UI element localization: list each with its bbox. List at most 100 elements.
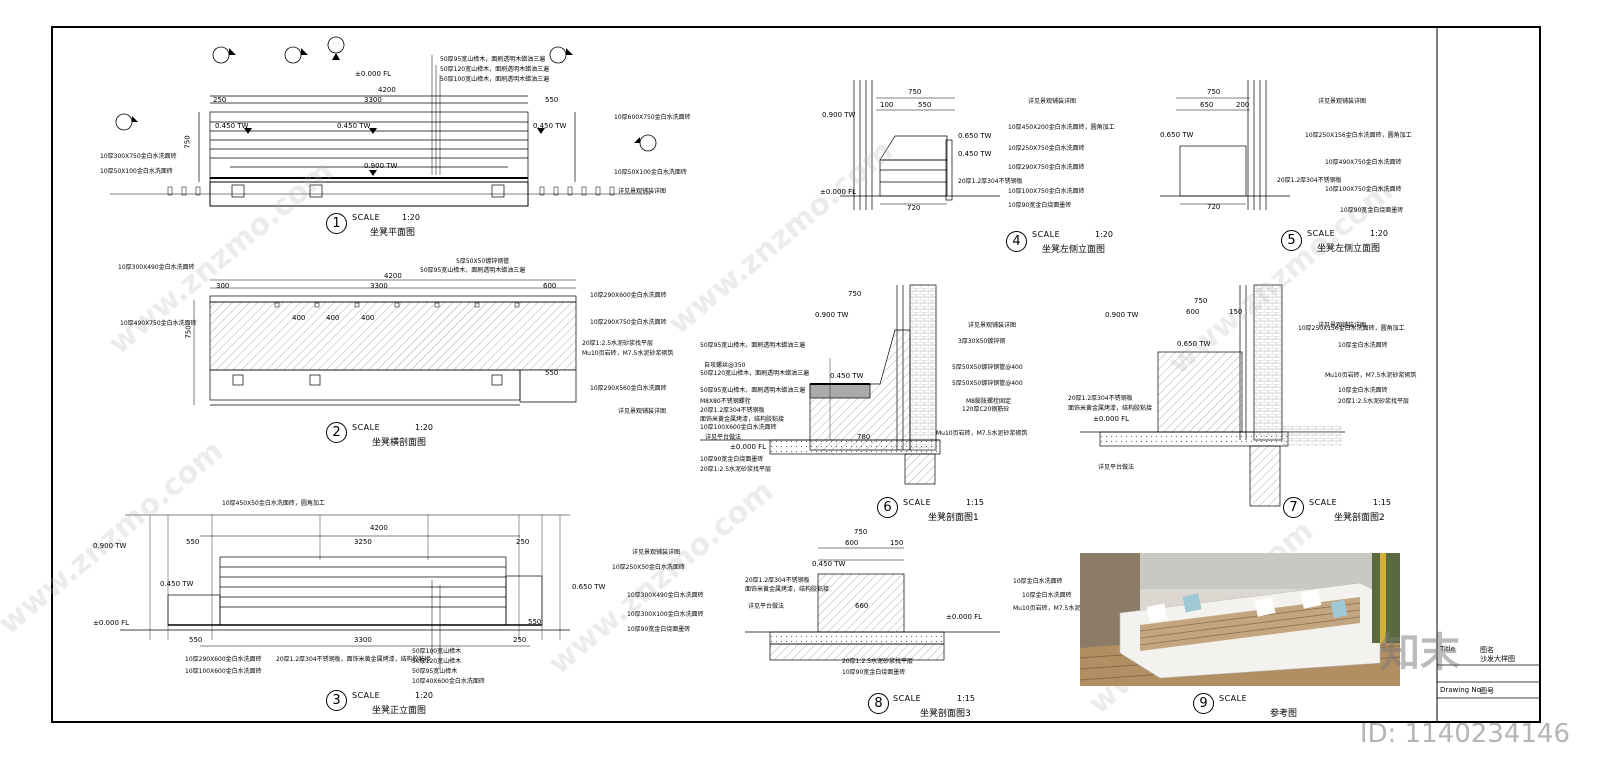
- dim: 750: [848, 290, 862, 298]
- note: 10厚90宽金白烧面墨砖: [1008, 202, 1072, 209]
- dim-plan-right: 550: [545, 96, 559, 104]
- drawing-number: 9: [1193, 693, 1214, 714]
- note: 50厚100宽山樟木，面刷透明木蜡油三遍: [440, 76, 550, 83]
- drawing-number: 6: [877, 497, 898, 518]
- note: 10厚金白水洗面砖: [1338, 342, 1388, 349]
- dim-plan-mid: 3300: [364, 96, 382, 104]
- section-1: [700, 284, 941, 485]
- note: 面饰米黄金属烤漆，结构胶粘接: [1068, 405, 1153, 412]
- note: 50厚120宽山樟木: [412, 658, 462, 665]
- note: 10厚金白水洗面砖: [1338, 387, 1388, 394]
- note: 20厚1:2.5水泥砂浆找平层: [1338, 398, 1410, 405]
- id-text: ID: 1140234146: [1359, 719, 1570, 749]
- note: 详见景观铺装详图: [632, 549, 681, 556]
- level: 0.900 TW: [815, 311, 849, 319]
- left-elevation-1: [840, 80, 1000, 210]
- note: 10厚600X750金白水洗面砖: [614, 114, 691, 121]
- note: 10厚40X600金白水洗面砖: [412, 678, 485, 685]
- level: ±0.000 FL: [730, 443, 767, 451]
- note: 面饰米黄金属烤漆，结构胶粘接: [700, 416, 785, 423]
- note: 20厚1:2.5水泥砂浆找平层: [582, 340, 654, 347]
- level: 0.450 TW: [830, 372, 864, 380]
- note: 5厚50X50镀锌钢管@400: [952, 364, 1023, 371]
- note: M8膨胀螺栓固定: [966, 398, 1011, 405]
- dim-elev-total: 4200: [370, 524, 388, 532]
- level-d: 0.900 TW: [364, 162, 398, 170]
- note: 120厚C20钢筋砼: [962, 406, 1010, 413]
- drawing-number: 1: [326, 213, 347, 234]
- level-elev-d: 0.650 TW: [572, 583, 606, 591]
- dim: 650: [1200, 101, 1214, 109]
- note: 50厚95宽山樟木，面刷透明木蜡油三遍: [700, 387, 806, 394]
- dim-elev-end: 250: [516, 538, 530, 546]
- note: Mu10页岩砖，M7.5水泥砂浆砌筑: [1325, 372, 1417, 379]
- level-a: 0.450 TW: [215, 122, 249, 130]
- drawing-no-label: Drawing No.: [1440, 686, 1483, 694]
- dim-sec2-h: 750: [184, 325, 193, 339]
- dim-sec2-right: 600: [543, 282, 557, 290]
- dim-plan-left: 250: [213, 96, 227, 104]
- note: 10厚300X490金白水洗面砖: [627, 592, 704, 599]
- dim: 750: [908, 88, 922, 96]
- logo-text: 知末: [1380, 630, 1460, 676]
- dim-sec2-left: 300: [216, 282, 230, 290]
- note: 面饰米黄金属烤漆，结构胶粘接: [745, 586, 830, 593]
- note: 10厚250X750金白水洗面砖: [1008, 145, 1085, 152]
- note: 10厚290X750金白水洗面砖: [1008, 164, 1085, 171]
- note: 10厚50X100金白水洗面砖: [100, 168, 173, 175]
- section-2: [1080, 284, 1345, 507]
- note: Mu10页岩砖，M7.5水泥砂浆砌筑: [936, 430, 1028, 437]
- level: 0.450 TW: [812, 560, 846, 568]
- drawing-name-label: 图名: [1480, 646, 1494, 654]
- dim-elev-l: 550: [186, 538, 200, 546]
- dim: 600: [1186, 308, 1200, 316]
- note: 20厚1.2厚304不锈钢板，面饰米黄金属烤漆，结构胶粘接: [276, 656, 431, 663]
- dim-elev-mid: 3250: [354, 538, 372, 546]
- note: 10厚100X750金白水洗面砖: [1325, 186, 1402, 193]
- note: 10厚290X600金白水洗面砖: [185, 656, 262, 663]
- drawing-number: 3: [326, 690, 347, 711]
- level: ±0.000 FL: [1093, 415, 1130, 423]
- note: 10厚450X50金白水洗面砖，圆角加工: [222, 500, 325, 507]
- dim: 550: [918, 101, 932, 109]
- note: 详见景观铺装详图: [1318, 98, 1367, 105]
- note: 详见景观铺装详图: [1318, 322, 1367, 329]
- level: ±0.000 FL: [946, 613, 983, 621]
- dim-sec2-pitch: 400: [292, 314, 306, 322]
- note: 10厚290X560金白水洗面砖: [590, 385, 667, 392]
- drawing-no-cn: 图号: [1480, 687, 1494, 695]
- left-elevation-2: [1160, 80, 1290, 210]
- note: 详见景观铺装详图: [1028, 98, 1077, 105]
- dim: 660: [855, 602, 869, 610]
- dim: 720: [907, 204, 921, 212]
- note: 5厚50X50镀锌钢管@400: [952, 380, 1023, 387]
- level-elev-c: ±0.000 FL: [93, 619, 130, 627]
- level: 0.650 TW: [1160, 131, 1194, 139]
- note: 10厚90宽金白烧面墨砖: [842, 669, 906, 676]
- level-elev-b: 0.450 TW: [160, 580, 194, 588]
- title-label: Title: [1440, 645, 1456, 653]
- drawing-number: 8: [868, 693, 889, 714]
- note: Mu10页岩砖，M7.5水泥砂浆砌筑: [1013, 605, 1105, 612]
- view-label: 沙发大样图: [1480, 655, 1515, 663]
- plan-view: [110, 55, 650, 207]
- note: 详见景观铺装详图: [618, 408, 667, 415]
- note: 10厚90宽金白烧面墨砖: [627, 626, 691, 633]
- note: 50厚95宽山樟木: [412, 668, 458, 675]
- note: 10厚490X750金白水洗面砖: [120, 320, 197, 327]
- drawing-number: 2: [326, 422, 347, 443]
- note: 10厚90宽金白烧面墨砖: [700, 456, 764, 463]
- dim: 720: [1207, 203, 1221, 211]
- note: 10厚300X100金白水洗面砖: [627, 611, 704, 618]
- dim-sec2-pitch: 400: [326, 314, 340, 322]
- note: 10厚100X600金白水洗面砖: [700, 424, 777, 431]
- dim-sec2-br: 550: [545, 369, 559, 377]
- dim: 150: [1229, 308, 1243, 316]
- note: 20厚1:2.5水泥砂浆找平层: [700, 466, 772, 473]
- level: 0.900 TW: [822, 111, 856, 119]
- dim-elev-base: 3300: [354, 636, 372, 644]
- drawing-number: 7: [1283, 497, 1304, 518]
- dim-elev-r: 550: [528, 618, 542, 626]
- note: M8X80不锈钢螺栓: [700, 398, 751, 405]
